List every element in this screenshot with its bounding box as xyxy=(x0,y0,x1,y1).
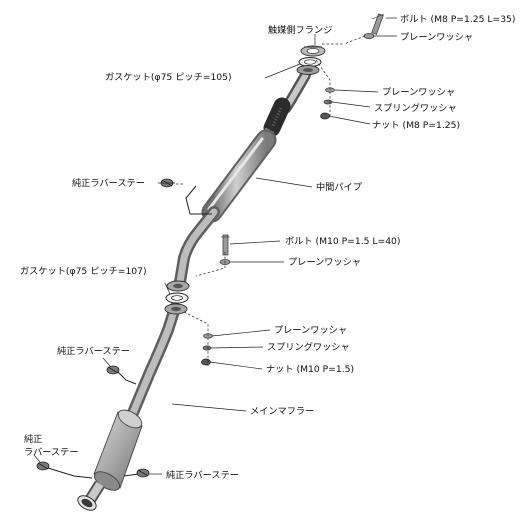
flex-pipe xyxy=(263,97,291,137)
leader-lines xyxy=(33,17,397,475)
nut-m10-part xyxy=(201,358,211,366)
label-gasket-107: ガスケット(φ75 ピッチ=107) xyxy=(20,266,147,277)
label-catalyst-flange: 触媒側フランジ xyxy=(268,24,332,36)
label-plain-washer-4: プレーンワッシャ xyxy=(274,325,347,336)
bolt-m8 xyxy=(371,13,385,35)
label-spring-washer-2: スプリングワッシャ xyxy=(267,341,350,353)
label-plain-washer-top: プレーンワッシャ xyxy=(400,32,473,43)
label-gasket-105: ガスケット(φ75 ピッチ=105) xyxy=(105,72,232,83)
rubber-stay-3-part xyxy=(36,461,50,471)
label-nut-m10: ナット (M10 P=1.5) xyxy=(266,364,354,375)
rubber-stay-2-part xyxy=(106,365,120,375)
label-rubber-stay-2: 純正ラバーステー xyxy=(57,345,130,357)
callout-labels: 触媒側フランジ ボルト (M8 P=1.25 L=35) プレーンワッシャ ガス… xyxy=(20,14,515,481)
label-rubber-stay-1: 純正ラバーステー xyxy=(72,177,145,189)
assembly-lines xyxy=(183,35,366,366)
label-spring-washer-1: スプリングワッシャ xyxy=(374,102,457,114)
middle-pipe xyxy=(174,127,277,288)
label-plain-washer-2: プレーンワッシャ xyxy=(382,87,455,98)
hanger-bracket-rear xyxy=(47,371,139,479)
gasket-107 xyxy=(165,292,189,304)
plain-washer-top xyxy=(363,33,375,39)
bolt-m10 xyxy=(221,234,230,256)
main-muffler-pipe xyxy=(124,302,181,426)
main-muffler-body xyxy=(93,409,143,491)
label-middle-pipe: 中間パイプ xyxy=(316,181,363,193)
label-rubber-stay-3-line1: 純正 xyxy=(24,433,42,445)
front-pipe-flange xyxy=(296,65,320,75)
label-bolt-m10: ボルト (M10 P=1.5 L=40) xyxy=(285,236,400,247)
spring-washer-1-part xyxy=(323,99,333,105)
label-rubber-stay-4: 純正ラバーステー xyxy=(166,469,239,481)
spring-washer-2-part xyxy=(202,345,212,351)
hanger-bracket-middle xyxy=(185,185,212,215)
catalyst-side-flange xyxy=(300,45,326,57)
gasket-105 xyxy=(298,57,322,67)
label-bolt-m8: ボルト (M8 P=1.25 L=35) xyxy=(400,14,515,25)
label-plain-washer-3: プレーンワッシャ xyxy=(288,257,361,268)
rear-flange-lower xyxy=(164,303,188,315)
label-main-muffler: メインマフラー xyxy=(250,406,314,417)
label-rubber-stay-3-line2: ラバーステー xyxy=(24,447,79,458)
label-nut-m8: ナット (M8 P=1.25) xyxy=(372,120,460,131)
tail-pipe xyxy=(77,480,106,511)
rubber-stay-4-part xyxy=(136,468,150,478)
rear-flange-upper xyxy=(166,280,190,292)
nut-m8-part xyxy=(320,112,330,120)
